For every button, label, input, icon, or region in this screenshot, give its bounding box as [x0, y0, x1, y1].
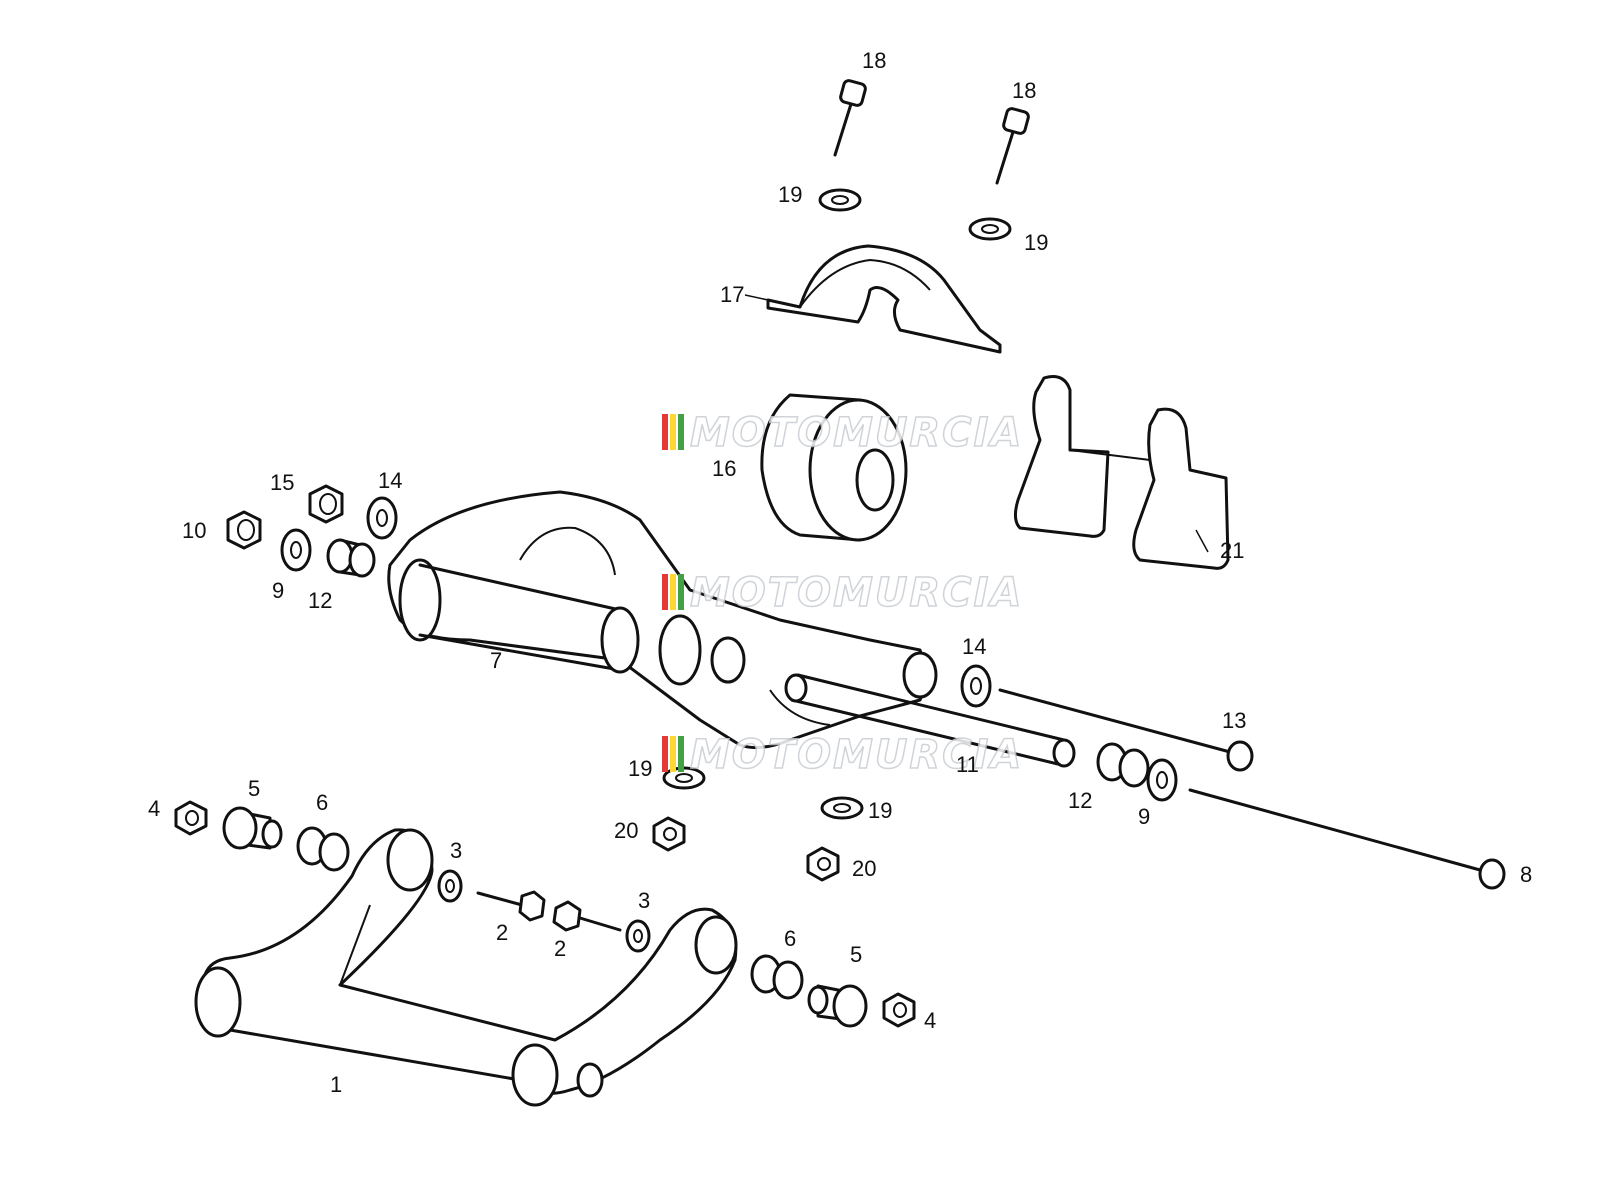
callout-21: 21 [1220, 538, 1244, 563]
part-6-bearing-left [296, 826, 350, 872]
part-18-screw-left [833, 79, 867, 157]
part-6-bearing-right [750, 954, 804, 1000]
part-5-bushing-right [807, 984, 868, 1028]
callout-2: 2 [496, 920, 508, 945]
callout-3: 3 [638, 888, 650, 913]
part-17-clamp-bracket [766, 244, 1002, 354]
callout-18: 18 [862, 48, 886, 73]
callout-19: 19 [778, 182, 802, 207]
part-12-bearing-right [1096, 742, 1150, 788]
callout-12: 12 [1068, 788, 1092, 813]
callout-17: 17 [720, 282, 744, 307]
callout-4: 4 [148, 796, 160, 821]
callout-16: 16 [712, 456, 736, 481]
callout-8: 8 [1520, 862, 1532, 887]
callout-13: 13 [1222, 708, 1246, 733]
part-2-bolt-right [552, 900, 622, 932]
part-20-nut-right [806, 846, 840, 882]
callout-12: 12 [308, 588, 332, 613]
svg-text:MOTOMURCIA: MOTOMURCIA [690, 410, 1023, 456]
part-19-washer-mid-right [820, 796, 864, 820]
part-9-washer-right [1146, 758, 1178, 802]
part-4-nut-left [174, 800, 208, 836]
callout-14: 14 [962, 634, 986, 659]
callout-2: 2 [554, 936, 566, 961]
callout-5: 5 [248, 776, 260, 801]
part-14-washer-left [366, 496, 398, 540]
part-13-bolt [998, 688, 1254, 772]
callout-6: 6 [316, 790, 328, 815]
part-10-nut [226, 510, 262, 550]
callout-4: 4 [924, 1008, 936, 1033]
callout-19: 19 [868, 798, 892, 823]
callout-labels: 18 18 19 19 17 16 21 15 14 10 9 12 7 14 … [148, 48, 1532, 1097]
part-16-rubber-bushing [760, 393, 908, 542]
leader-lines [744, 294, 1209, 553]
callout-9: 9 [1138, 804, 1150, 829]
part-20-nut-left [652, 816, 686, 852]
part-15-nut [308, 484, 344, 524]
part-2-bolt-left [476, 890, 546, 922]
callout-5: 5 [850, 942, 862, 967]
part-14-washer-right [960, 664, 992, 708]
callout-6: 6 [784, 926, 796, 951]
callout-9: 9 [272, 578, 284, 603]
part-19-washer-top-right [968, 217, 1012, 241]
part-12-bearing-left [326, 538, 376, 578]
svg-text:MOTOMURCIA: MOTOMURCIA [690, 732, 1023, 778]
callout-7: 7 [490, 648, 502, 673]
callout-1: 1 [330, 1072, 342, 1097]
part-21-rubber-pads [1013, 375, 1230, 570]
callout-20: 20 [852, 856, 876, 881]
watermark-motomurcia-3: MOTOMURCIA [662, 731, 1023, 779]
callout-11: 11 [956, 752, 979, 777]
part-4-nut-right [882, 992, 916, 1028]
part-8-bolt [1188, 788, 1506, 890]
callout-3: 3 [450, 838, 462, 863]
part-19-washer-top-left [818, 188, 862, 212]
callout-14: 14 [378, 468, 402, 493]
callout-20: 20 [614, 818, 638, 843]
part-5-bushing-left [222, 806, 283, 850]
callout-19: 19 [1024, 230, 1048, 255]
part-18-screw-right [995, 107, 1030, 185]
watermark-motomurcia-1: MOTOMURCIA [662, 409, 1023, 457]
part-9-washer-left [280, 528, 312, 572]
svg-text:MOTOMURCIA: MOTOMURCIA [690, 570, 1023, 616]
callout-19: 19 [628, 756, 652, 781]
part-3-washer-left [437, 869, 463, 903]
part-3-washer-right [625, 919, 651, 953]
callout-15: 15 [270, 470, 294, 495]
callout-10: 10 [182, 518, 206, 543]
part-1-rocker-linkage [194, 828, 738, 1107]
watermark-motomurcia-2: MOTOMURCIA [662, 569, 1023, 617]
callout-18: 18 [1012, 78, 1036, 103]
part-11-pivot-sleeve [784, 673, 1076, 768]
